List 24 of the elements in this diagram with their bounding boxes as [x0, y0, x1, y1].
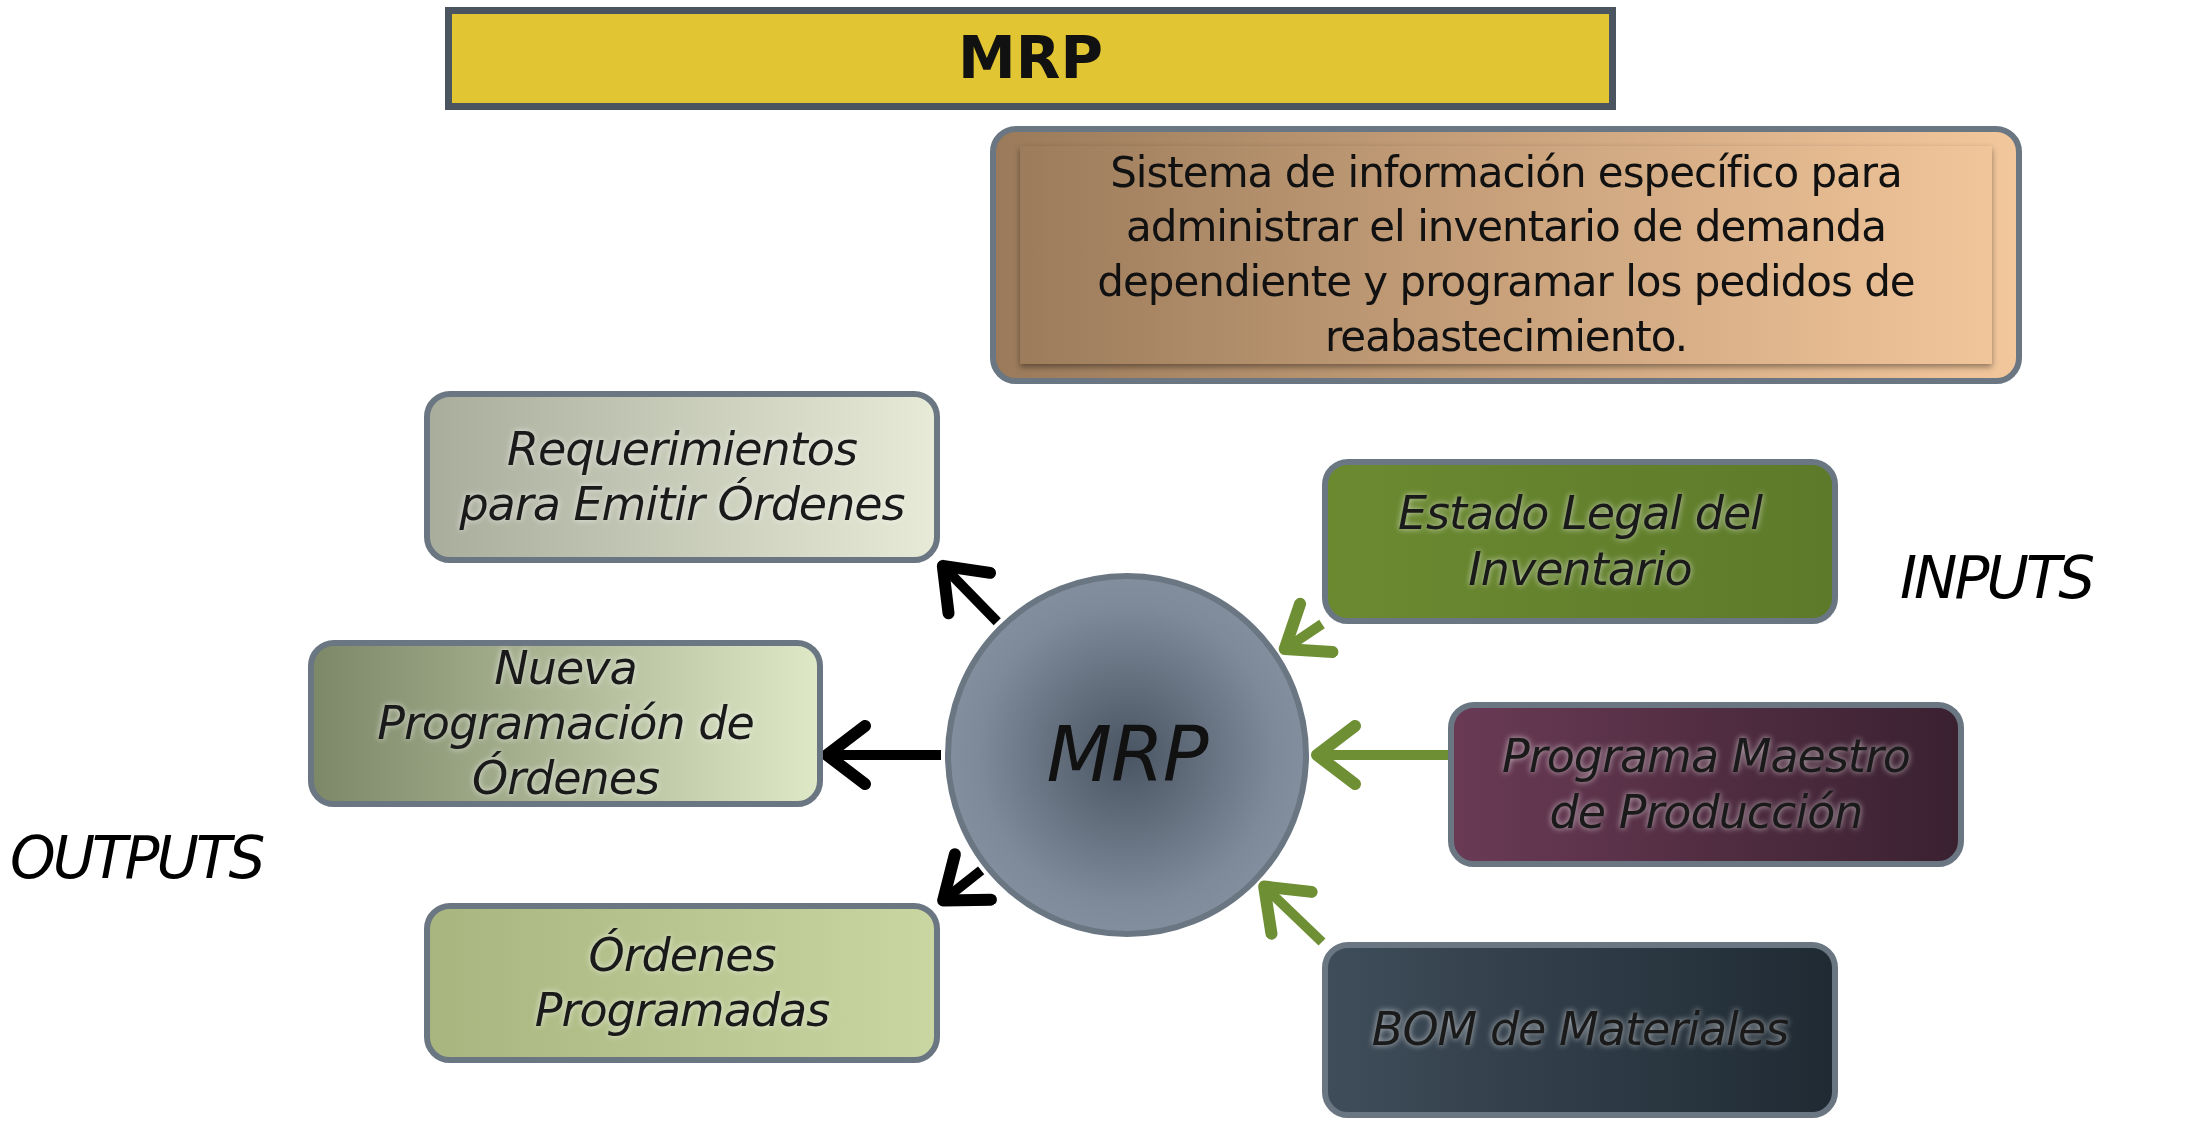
- box-text: BOM de Materiales: [1371, 1002, 1789, 1058]
- side-label: OUTPUTS: [10, 823, 263, 894]
- input-box: [1448, 702, 1964, 867]
- input-box: [1322, 942, 1838, 1118]
- box-text: Órdenes Programadas: [533, 927, 831, 1039]
- definition-box: [990, 126, 2022, 384]
- arrow: [937, 848, 997, 907]
- arrow: [936, 559, 1001, 626]
- circle-label: MRP: [1046, 709, 1208, 801]
- box-text: Estado Legal del Inventario: [1396, 486, 1764, 597]
- arrow: [821, 720, 941, 790]
- output-box: [424, 903, 940, 1063]
- box-text: Nueva Programación de Órdenes: [376, 640, 755, 807]
- side-label: INPUTS: [1900, 543, 2093, 614]
- arrow: [1258, 880, 1326, 946]
- output-box: [308, 640, 823, 807]
- box-text: Requerimientos para Emitir Órdenes: [458, 421, 906, 533]
- box-text: Sistema de información específico para administrar el inventario de demanda dependiente y programar los pedidos de reabastecimiento.: [1020, 145, 1992, 365]
- input-box: [1322, 459, 1838, 624]
- arrow: [1278, 597, 1339, 658]
- arrow: [1311, 720, 1448, 790]
- title-banner: MRP: [445, 7, 1616, 110]
- box-text: Programa Maestro de Producción: [1501, 729, 1911, 840]
- output-box: [424, 391, 940, 563]
